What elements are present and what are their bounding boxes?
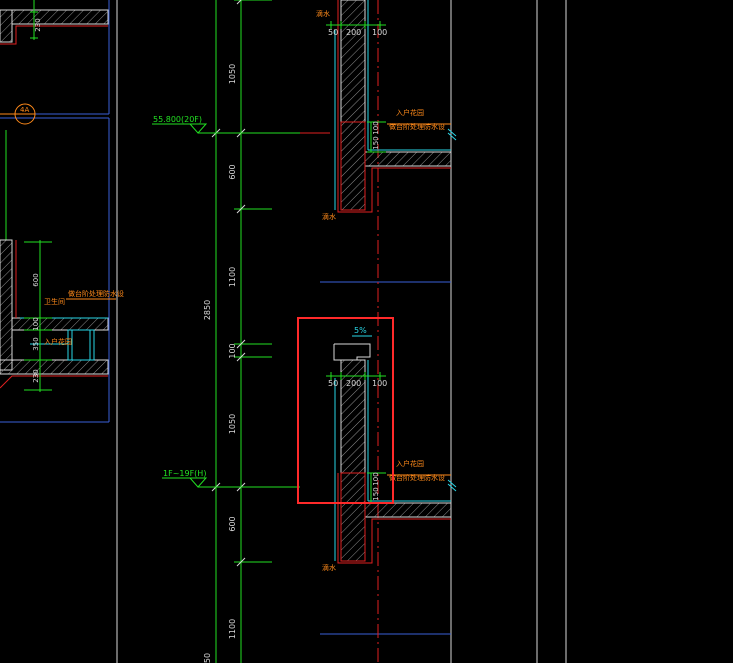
level-mark-upper: 55.800(20F) (152, 115, 330, 134)
dim-600-upper: 600 (228, 164, 237, 179)
lower-label-waterproof: 做台阶处理防水设 (389, 473, 445, 482)
upper-drip-note-bottom: 滴水 (322, 212, 336, 221)
left-dim-100: 100 (32, 317, 40, 330)
upper-dim-100: 100 (372, 28, 387, 37)
dim-2850: 2850 (203, 300, 212, 320)
upper-drip-note-top: 滴水 (316, 9, 330, 18)
left-dim-230-top: 230 (34, 18, 42, 31)
dim-50-bottom: 50 (203, 653, 212, 663)
lower-slope-label: 5% (354, 326, 367, 335)
left-partial-detail: 230 4A 600 100 350 230 卫生间 做台阶处理防水设 入户花园 (0, 0, 124, 392)
level-label-upper: 55.800(20F) (153, 115, 202, 124)
upper-dim-side-100: 100 (372, 121, 380, 134)
left-callout-4a: 4A (20, 106, 29, 114)
left-dim-350: 350 (32, 337, 40, 350)
upper-label-garden: 入户花园 (396, 108, 424, 117)
lower-dim-side-150: 150 (372, 487, 380, 500)
selection-highlight-box[interactable] (297, 317, 394, 504)
dim-100: 100 (228, 343, 237, 358)
dim-1050-upper: 1050 (228, 64, 237, 84)
left-dim-230-bottom: 230 (32, 369, 40, 382)
lower-label-garden: 入户花园 (396, 459, 424, 468)
upper-dim-50: 50 (328, 28, 338, 37)
level-mark-lower: 1F~19F(H) (162, 469, 300, 488)
dim-600-lower: 600 (228, 516, 237, 531)
lower-drip-note: 滴水 (322, 563, 336, 572)
upper-label-waterproof: 做台阶处理防水设 (389, 122, 445, 131)
lower-dim-100: 100 (372, 379, 387, 388)
upper-dim-side-150: 150 (372, 136, 380, 149)
vertical-dimension-labels: 1050 600 1100 2850 100 1050 600 1100 50 (203, 64, 237, 663)
left-dim-600: 600 (32, 273, 40, 286)
lower-dim-side-100: 100 (372, 472, 380, 485)
dim-1100-upper: 1100 (228, 267, 237, 287)
left-label-garden: 入户花园 (44, 337, 72, 346)
frame-lines (0, 0, 567, 663)
lower-dim-200: 200 (346, 379, 361, 388)
upper-dim-200: 200 (346, 28, 361, 37)
upper-wall-detail: 滴水 滴水 50 200 100 100 150 入户花园 做台阶处理防水设 (316, 0, 457, 221)
left-label-waterproof: 做台阶处理防水设 (68, 289, 124, 298)
left-label-bathroom: 卫生间 (44, 297, 65, 306)
dim-1050-lower: 1050 (228, 414, 237, 434)
level-label-lower: 1F~19F(H) (163, 469, 206, 478)
lower-dim-50: 50 (328, 379, 338, 388)
lower-wall-detail: 5% 50 200 100 100 150 入户花园 做台阶处理防水设 滴水 (322, 326, 457, 572)
dim-1100-lower: 1100 (228, 619, 237, 639)
